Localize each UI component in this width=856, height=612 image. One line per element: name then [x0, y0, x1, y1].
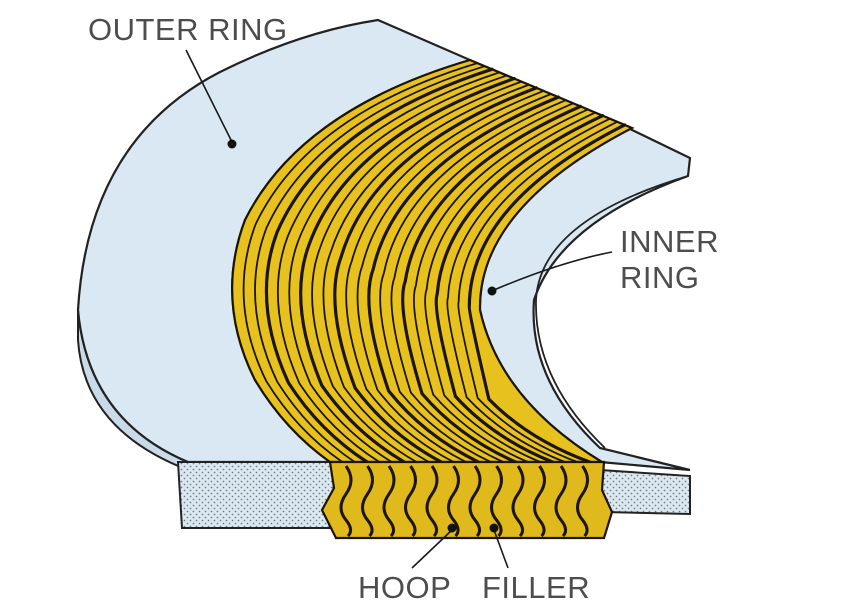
hoop-label: HOOP: [358, 570, 451, 605]
label-outer-ring: OUTER RING: [88, 12, 288, 149]
outer-ring-label: OUTER RING: [88, 12, 288, 47]
winding-strip: [333, 86, 538, 464]
inner-ring-label-line1: INNER: [620, 224, 719, 259]
winding-strip: [401, 104, 583, 464]
winding-strip: [345, 90, 545, 463]
inner-ring-section: [598, 468, 691, 516]
crimp-strip: [382, 465, 396, 538]
filler-label: FILLER: [482, 570, 590, 605]
winding-strip: [264, 67, 494, 464]
spiral-windings: [231, 58, 635, 464]
crimp-strip: [554, 465, 568, 538]
inner-ring-label-line2: RING: [620, 260, 700, 295]
crimp-strip: [447, 465, 460, 538]
winding-strip: [322, 83, 530, 463]
winding-strip: [434, 114, 605, 464]
label-inner-ring: INNER RING: [487, 224, 719, 296]
label-filler: FILLER: [482, 523, 590, 605]
crimp-strip: [511, 465, 525, 538]
winding-strip: [276, 71, 501, 463]
crimp-strip: [339, 465, 353, 538]
winding-strip: [288, 74, 508, 463]
label-hoop: HOOP: [358, 523, 457, 605]
crimp-strip: [361, 465, 374, 538]
crimp-strip: [533, 465, 546, 538]
winding-strip: [457, 120, 619, 463]
winding-strip: [379, 99, 567, 463]
windings-section: [320, 460, 614, 540]
crimp-strip: [425, 465, 439, 538]
winding-strip: [254, 65, 486, 463]
winding-strip: [413, 108, 589, 463]
winding-strip: [390, 102, 574, 463]
crimp-strip: [468, 465, 482, 538]
winding-strip: [367, 95, 560, 464]
outer-ring: [76, 18, 474, 529]
winding-strip: [299, 76, 516, 464]
winding-strip: [446, 117, 611, 463]
winding-strip: [467, 123, 627, 464]
winding-strip: [311, 80, 523, 463]
winding-strip: [356, 93, 552, 463]
crimp-strip: [490, 465, 503, 538]
crimp-strip: [404, 465, 417, 538]
outer-ring-section: [176, 461, 338, 529]
winding-strip: [242, 62, 479, 463]
winding-strip: [424, 111, 597, 463]
crimp-strip: [576, 465, 589, 538]
